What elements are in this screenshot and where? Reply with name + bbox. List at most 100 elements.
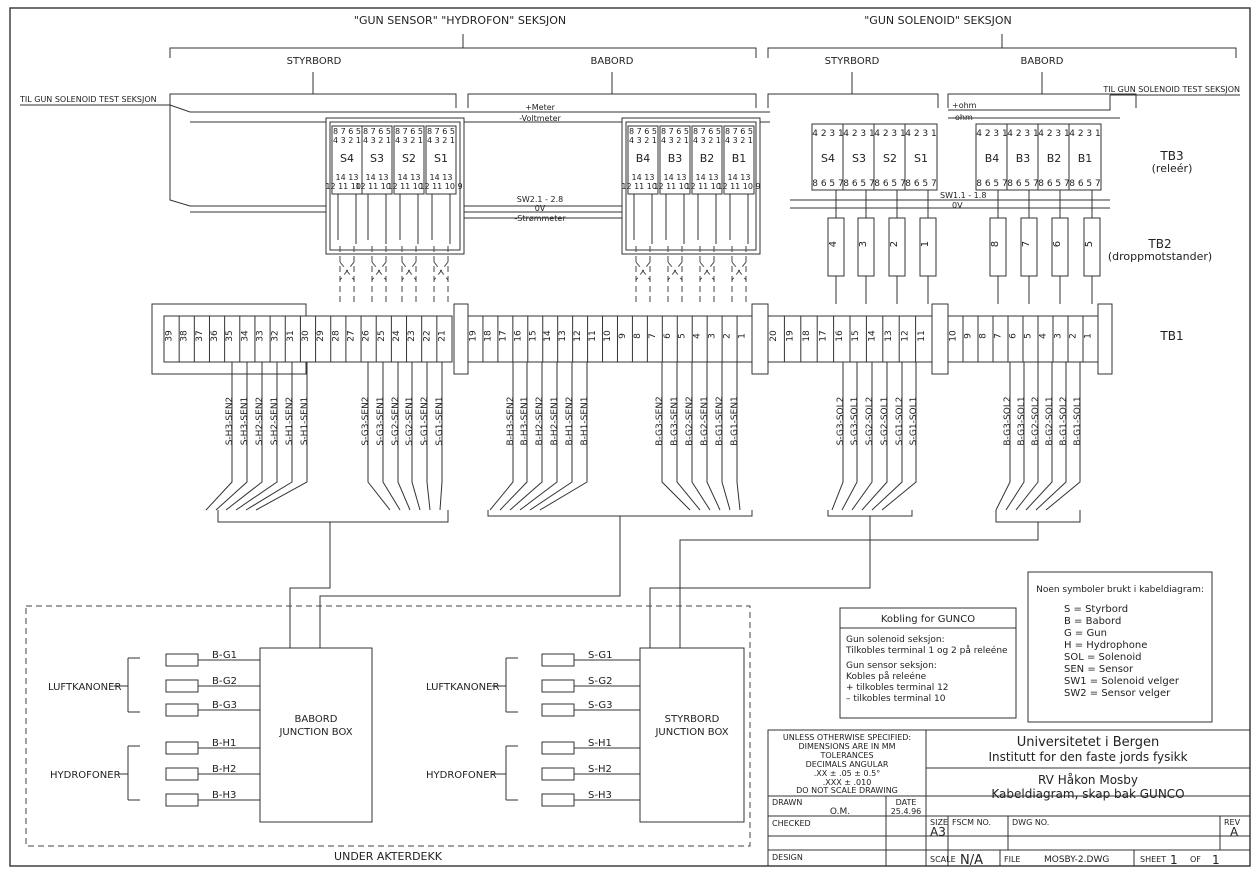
- svg-text:8 7 6 5: 8 7 6 5: [395, 127, 423, 136]
- svg-text:4 2 3 1: 4 2 3 1: [976, 129, 1008, 139]
- svg-text:8 6 5 7: 8 6 5 7: [1007, 179, 1039, 189]
- svg-text:4 3 2 1: 4 3 2 1: [427, 136, 455, 145]
- svg-text:1: 1: [1212, 853, 1220, 867]
- svg-text:S2: S2: [883, 152, 897, 165]
- test-label-right: TIL GUN SOLENOID TEST SEKSJON: [1102, 85, 1240, 94]
- cable-label: B-G3-SOL2: [1003, 396, 1013, 445]
- resistor-6: 6: [1051, 190, 1069, 304]
- svg-text:8 6 5 7: 8 6 5 7: [874, 179, 906, 189]
- svg-text:DWG NO.: DWG NO.: [1012, 818, 1049, 827]
- test-label-left: TIL GUN SOLENOID TEST SEKSJON: [19, 95, 157, 104]
- svg-text:12 11 10 9: 12 11 10 9: [325, 182, 368, 191]
- terminal: 16: [835, 330, 845, 342]
- svg-text:4 3 2 1: 4 3 2 1: [333, 136, 361, 145]
- cable-label: S-G3-SOL1: [850, 397, 860, 446]
- symbol-item: SW1 = Solenoid velger: [1064, 676, 1180, 687]
- svg-text:4 2 3 1: 4 2 3 1: [1007, 129, 1039, 139]
- svg-text:12 11 10 9: 12 11 10 9: [621, 182, 664, 191]
- svg-text:25.4.96: 25.4.96: [891, 807, 922, 816]
- babord-junction-box: [259, 647, 373, 823]
- svg-text:– tilkobles terminal 10: – tilkobles terminal 10: [846, 694, 946, 704]
- terminal: 8: [979, 333, 989, 339]
- svg-text:Gun sensor seksjon:: Gun sensor seksjon:: [846, 661, 937, 671]
- symbol-item: SOL = Solenoid: [1064, 652, 1142, 663]
- svg-text:DIMENSIONS ARE IN MM: DIMENSIONS ARE IN MM: [798, 742, 895, 751]
- svg-text:B2: B2: [1047, 152, 1062, 165]
- cable-label: S-H2-SEN1: [270, 397, 280, 446]
- terminal: 4: [1039, 333, 1049, 339]
- terminal: 4: [693, 333, 703, 339]
- svg-text:4 2 3 1: 4 2 3 1: [874, 129, 906, 139]
- svg-text:JUNCTION BOX: JUNCTION BOX: [278, 727, 352, 738]
- hydrofoner-label-b: HYDROFONER: [50, 770, 121, 781]
- terminal: 19: [468, 330, 478, 342]
- svg-text:6: 6: [1052, 241, 1063, 247]
- terminal: 12: [900, 330, 910, 341]
- cable-label: B-H2-SEN1: [550, 396, 560, 445]
- svg-text:4 3 2 1: 4 3 2 1: [395, 136, 423, 145]
- svg-text:12 11 10 9: 12 11 10 9: [419, 182, 462, 191]
- svg-text:Kabeldiagram, skap bak GUNCO: Kabeldiagram, skap bak GUNCO: [991, 787, 1184, 801]
- svg-text:B-G2: B-G2: [212, 676, 237, 687]
- drawing-border: [9, 7, 1251, 867]
- svg-text:DO NOT SCALE DRAWING: DO NOT SCALE DRAWING: [796, 786, 898, 795]
- svg-text:12 11 10 9: 12 11 10 9: [355, 182, 398, 191]
- terminal: 7: [994, 333, 1004, 339]
- under-akterdekk-area: [25, 605, 751, 847]
- terminal: 14: [543, 330, 553, 342]
- svg-text:S3: S3: [852, 152, 866, 165]
- cable-label: B-G2-SEN2: [685, 396, 695, 446]
- resistor-1: 1: [919, 190, 937, 304]
- terminal: 24: [392, 330, 402, 342]
- device-S-H1: S-H1: [541, 738, 640, 755]
- cable-label: S-H1-SEN1: [300, 397, 310, 446]
- device-B-G2: B-G2: [165, 676, 260, 693]
- svg-text:4 2 3 1: 4 2 3 1: [905, 129, 937, 139]
- cable-label: S-G1-SEN2: [420, 396, 430, 445]
- cable-label: B-G2-SOL2: [1031, 396, 1041, 445]
- cable-label: B-H1-SEN2: [565, 396, 575, 445]
- symbol-item: SW2 = Sensor velger: [1064, 688, 1171, 699]
- svg-text:Gun solenoid seksjon:: Gun solenoid seksjon:: [846, 635, 945, 645]
- solenoid-brace: [767, 34, 1237, 58]
- svg-text:.XX ± .05 ± 0.5°: .XX ± .05 ± 0.5°: [814, 769, 881, 778]
- side-babord-1: BABORD: [591, 56, 634, 67]
- cable-label: S-H1-SEN2: [285, 397, 295, 446]
- svg-text:8 6 5 7: 8 6 5 7: [1069, 179, 1101, 189]
- cable-label: S-G1-SOL2: [895, 397, 905, 446]
- svg-text:S-G2: S-G2: [588, 676, 612, 687]
- svg-text:B4: B4: [636, 152, 651, 165]
- svg-text:S-G1: S-G1: [588, 650, 612, 661]
- terminal: 29: [316, 330, 326, 342]
- svg-text:5: 5: [1084, 241, 1095, 247]
- cable-label: B-G2-SOL1: [1045, 396, 1055, 445]
- svg-text:REV: REV: [1224, 818, 1241, 827]
- svg-text:4 3 2 1: 4 3 2 1: [363, 136, 391, 145]
- svg-text:4: 4: [828, 241, 839, 247]
- cable-label: B-H2-SEN2: [535, 396, 545, 445]
- terminal: 14: [868, 330, 878, 342]
- svg-text:S2: S2: [402, 152, 416, 165]
- label-ov-1: 0V: [535, 204, 546, 213]
- svg-text:S1: S1: [914, 152, 928, 165]
- terminal: 3: [1054, 333, 1064, 339]
- cable-label: B-G1-SOL2: [1059, 396, 1069, 445]
- svg-text:MOSBY-2.DWG: MOSBY-2.DWG: [1044, 855, 1109, 865]
- terminal: 26: [362, 330, 372, 342]
- svg-text:B-H1: B-H1: [212, 738, 236, 749]
- resistor-8: 8: [989, 190, 1007, 304]
- under-akterdekk-label: UNDER AKTERDEKK: [334, 850, 443, 863]
- cable-label: S-G2-SEN2: [391, 396, 401, 445]
- svg-text:+ tilkobles terminal 12: + tilkobles terminal 12: [846, 683, 949, 693]
- svg-text:14 13: 14 13: [664, 173, 687, 182]
- brace-s2: [767, 72, 939, 108]
- cable-label: S-G3-SEN2: [361, 396, 371, 445]
- svg-text:8 6 5 7: 8 6 5 7: [1038, 179, 1070, 189]
- svg-text:STYRBORD: STYRBORD: [665, 714, 720, 725]
- svg-text:SHEET: SHEET: [1140, 855, 1166, 864]
